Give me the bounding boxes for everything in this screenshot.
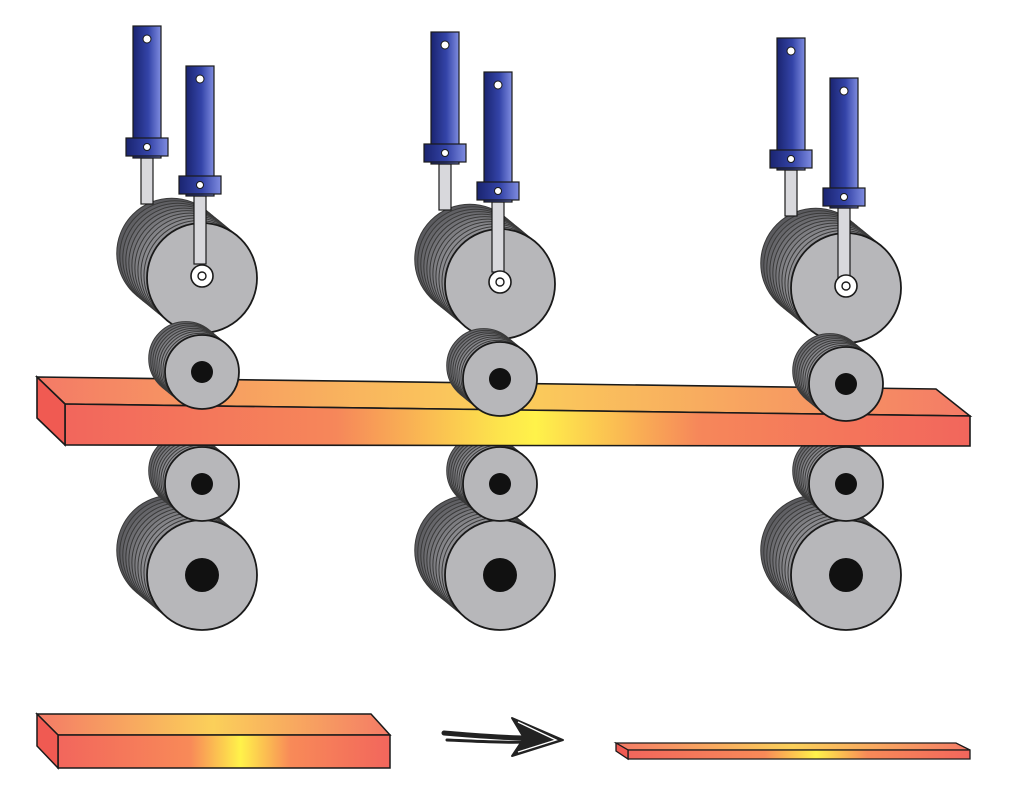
stand-1-top-work-roll: [148, 321, 240, 410]
stand-3-rear-cylinder-collar-pin: [787, 155, 795, 163]
output-strip-top: [613, 742, 971, 751]
input-slab-front: [57, 734, 391, 769]
process-arrow: [441, 717, 564, 757]
stand-3-bottom-backup-roll-hub: [829, 558, 863, 592]
arrow-shaft-stroke: [445, 738, 528, 744]
arrow-shaft: [441, 730, 531, 741]
arrow-head: [511, 717, 564, 757]
stand-1-top-backup-roll: [116, 197, 258, 334]
stand-2-front-cylinder-rod: [491, 201, 505, 273]
stand-1-rear-cylinder-top-pin: [142, 34, 152, 44]
stand-3-rear-cylinder-barrel: [776, 37, 806, 171]
stand-3-top-backup-roll: [760, 207, 902, 344]
front-rolls-layer: [148, 321, 884, 422]
stand-3-top-work-roll-hub: [835, 373, 857, 395]
stand-2-front-cylinder-collar-pin: [494, 187, 502, 195]
stand-3-rear-cylinder-top-pin: [786, 46, 796, 56]
stand-1-top-work-roll-hub: [191, 361, 213, 383]
stand-1-front-cylinder-barrel: [185, 65, 215, 197]
stand-3-bottom-work-roll-hub: [835, 473, 857, 495]
stand-3-clevis-pin: [841, 281, 851, 291]
stand-2-rear-cylinder-collar-pin: [441, 149, 449, 157]
stand-2-front-cylinder-barrel: [483, 71, 513, 203]
stand-2-top-backup-roll: [414, 203, 556, 340]
stand-2-front-cylinder-top-pin: [493, 80, 503, 90]
stand-2-rear-cylinder-rod: [438, 163, 452, 211]
stand-3-front-cylinder: [822, 77, 866, 279]
stand-1-rear-cylinder-collar-pin: [143, 143, 151, 151]
stand-1-front-cylinder-top-pin: [195, 74, 205, 84]
stand-2-rear-cylinder-barrel: [430, 31, 460, 165]
stand-3-rear-cylinder: [769, 37, 813, 217]
stand-2-clevis-pin: [495, 277, 505, 287]
stand-1-bottom-work-roll-hub: [191, 473, 213, 495]
stand-2-rear-cylinder: [423, 31, 467, 211]
stand-1-rear-cylinder-barrel: [132, 25, 162, 159]
output-thin-strip: [613, 741, 971, 761]
stand-2-bottom-backup-roll-hub: [483, 558, 517, 592]
stand-2-bottom-work-roll-hub: [489, 473, 511, 495]
input-slab-end: [36, 712, 59, 770]
arrow-head-hatch: [517, 721, 558, 753]
stand-2-top-work-roll: [446, 328, 538, 417]
stand-3-front-cylinder-collar-pin: [840, 193, 848, 201]
stand-3-front-cylinder-barrel: [829, 77, 859, 209]
stand-1-front-cylinder-collar-pin: [196, 181, 204, 189]
stand-3-bottom-work-roll: [792, 433, 884, 522]
stand-3-front-cylinder-rod: [837, 207, 851, 279]
before-after-layer: [35, 712, 971, 770]
stand-3-top-work-roll: [792, 333, 884, 422]
stand-2-front-cylinder: [476, 71, 520, 273]
back-rolls-layer: [116, 197, 902, 631]
stand-2-rear-cylinder-top-pin: [440, 40, 450, 50]
input-thick-slab: [35, 712, 392, 770]
stand-2-bottom-work-roll: [446, 433, 538, 522]
stand-1-bottom-backup-roll-hub: [185, 558, 219, 592]
stand-3-bottom-backup-roll: [760, 494, 902, 631]
stand-3-front-cylinder-top-pin: [839, 86, 849, 96]
stand-1-rear-cylinder-rod: [140, 157, 154, 205]
output-strip-front: [627, 749, 971, 760]
stand-2-top-work-roll-hub: [489, 368, 511, 390]
hydraulic-cylinders-layer: [125, 25, 866, 298]
stand-1-bottom-work-roll: [148, 433, 240, 522]
stand-1-clevis-pin: [197, 271, 207, 281]
slab-end-face: [36, 375, 66, 447]
stand-1-front-cylinder-rod: [193, 195, 207, 265]
input-slab-top: [35, 713, 392, 736]
stand-3-rear-cylinder-rod: [784, 169, 798, 217]
output-strip-end: [615, 741, 629, 761]
stand-2-bottom-backup-roll: [414, 494, 556, 631]
stand-1-bottom-backup-roll: [116, 494, 258, 631]
stand-1-rear-cylinder: [125, 25, 169, 205]
stand-1-front-cylinder: [178, 65, 222, 265]
